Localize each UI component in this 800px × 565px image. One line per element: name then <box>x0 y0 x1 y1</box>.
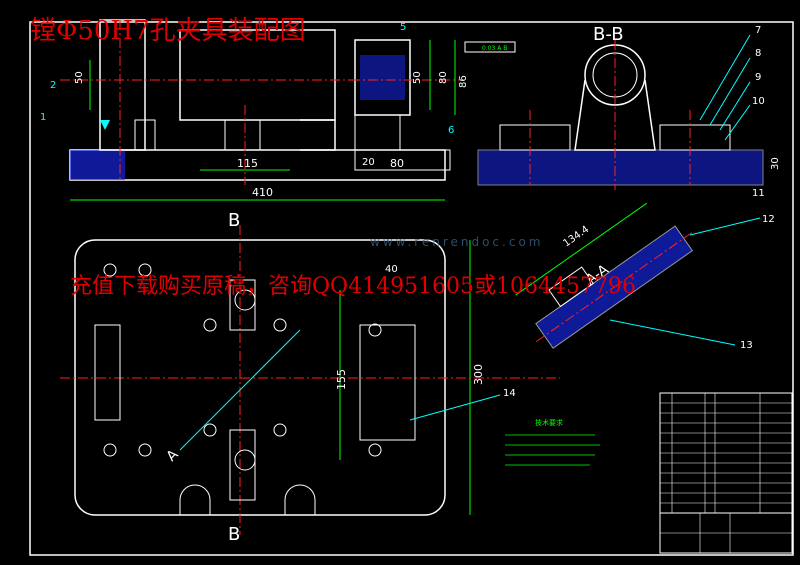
label-a-left: A <box>164 446 182 464</box>
top-view <box>60 199 560 535</box>
dim-155: 155 <box>335 369 348 390</box>
tech-requirements <box>505 434 600 466</box>
dim-50-left: 50 <box>74 71 85 84</box>
dim-50-right: 50 <box>412 71 423 84</box>
balloon-13: 13 <box>740 340 753 351</box>
title-block <box>659 392 793 554</box>
label-b-top: B <box>228 210 240 231</box>
dim-86: 86 <box>458 75 469 88</box>
balloon-12: 12 <box>762 214 775 225</box>
bb-section <box>477 34 764 190</box>
balloon-11: 11 <box>752 188 765 199</box>
balloon-1: 1 <box>40 112 46 123</box>
ad-banner: 充值下载购买原稿，咨询QQ414951605或1064457796 <box>70 274 637 299</box>
balloon-10: 10 <box>752 96 765 107</box>
dim-300: 300 <box>472 364 485 385</box>
front-view <box>60 19 446 185</box>
dim-20: 20 <box>362 157 375 168</box>
drawing-frame <box>29 21 794 556</box>
side-view <box>350 39 516 171</box>
balloon-5: 5 <box>400 22 406 33</box>
balloon-7: 7 <box>755 25 761 36</box>
tolerance-frame: 0.03 A B <box>482 45 507 52</box>
watermark: www.renrendoc.com <box>370 235 544 249</box>
label-b-bottom: B <box>228 524 240 545</box>
balloon-14: 14 <box>503 388 516 399</box>
balloon-8: 8 <box>755 48 761 59</box>
balloon-9: 9 <box>755 72 761 83</box>
aa-section <box>515 202 694 349</box>
tech-requirements-title: 技术要求 <box>535 418 563 427</box>
dim-115: 115 <box>237 157 258 170</box>
balloon-6: 6 <box>448 125 454 136</box>
dim-80b: 80 <box>390 157 404 170</box>
label-bb: B-B <box>593 24 624 45</box>
dim-30: 30 <box>770 157 781 170</box>
dim-410: 410 <box>252 186 273 199</box>
dim-40: 40 <box>385 264 398 275</box>
drawing-title: 镗Φ50H7孔夹具装配图 <box>30 16 306 46</box>
balloon-2: 2 <box>50 80 56 91</box>
dim-80: 80 <box>438 71 449 84</box>
